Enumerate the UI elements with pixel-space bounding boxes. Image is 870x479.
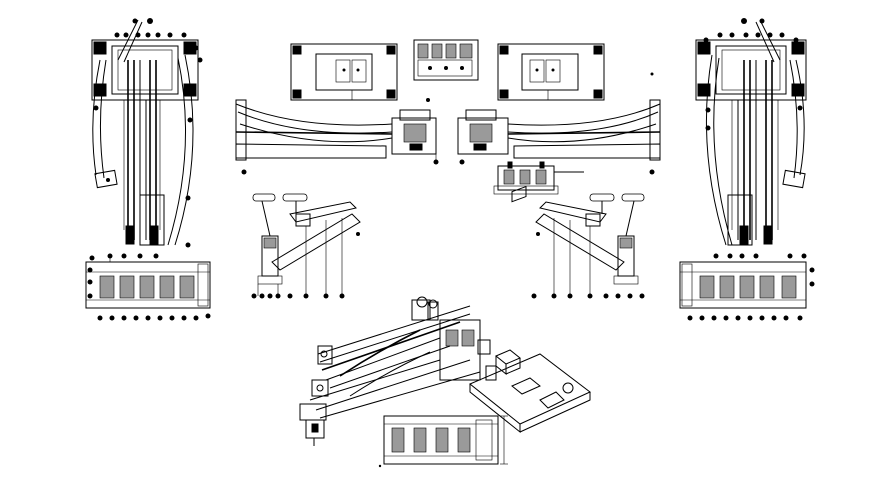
bracket-left — [251, 193, 361, 299]
top-plate-right — [497, 43, 605, 101]
isometric-assembly — [299, 185, 591, 446]
left-assembly-base — [85, 253, 211, 321]
bracket-right — [531, 193, 645, 299]
right-assembly-base — [679, 253, 815, 321]
arm-side-right — [457, 99, 661, 195]
top-plate-middle — [413, 39, 479, 81]
left-assembly-front — [91, 18, 203, 248]
bottom-section — [378, 415, 508, 468]
right-assembly-front — [650, 18, 807, 246]
arm-side-left — [235, 98, 439, 175]
top-plate-left — [290, 43, 398, 101]
